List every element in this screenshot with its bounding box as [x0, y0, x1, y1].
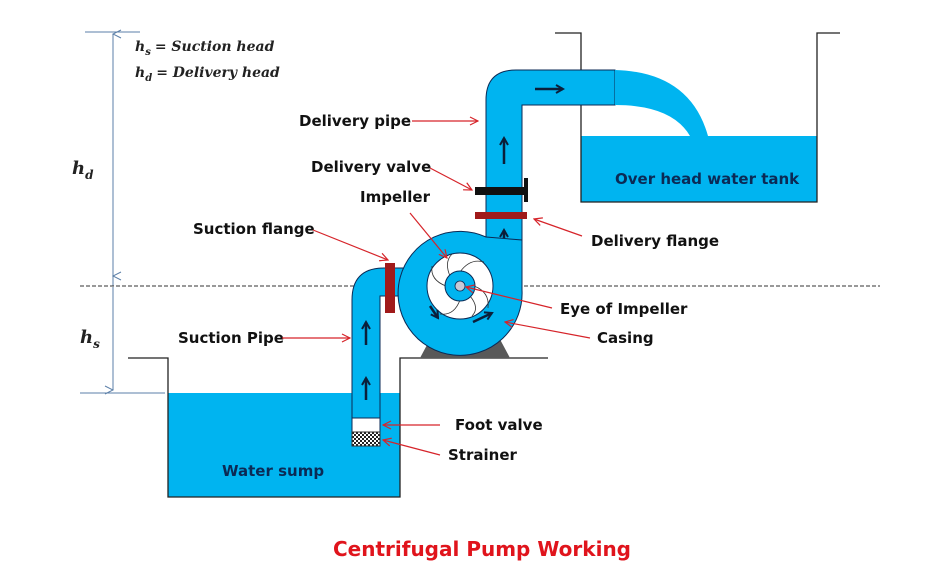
leader-casing — [505, 322, 591, 339]
label-eye-of-impeller: Eye of Impeller — [560, 300, 688, 318]
suction-flange — [385, 263, 395, 313]
foot-valve — [351, 417, 381, 433]
label-impeller: Impeller — [360, 188, 431, 206]
label-suction-pipe: Suction Pipe — [178, 329, 284, 347]
strainer — [351, 431, 381, 447]
tank-walls — [555, 32, 840, 203]
hd-label: hd — [72, 158, 94, 182]
diagram-title: Centrifugal Pump Working — [333, 537, 631, 561]
label-strainer: Strainer — [448, 446, 517, 464]
delivery-flange — [475, 212, 527, 219]
hs-label: hs — [80, 327, 100, 351]
label-delivery-valve: Delivery valve — [311, 158, 431, 176]
leader-eye-of-impeller — [466, 287, 553, 309]
leader-delivery-valve — [429, 167, 472, 190]
pump-casing — [397, 230, 523, 356]
label-delivery-flange: Delivery flange — [591, 232, 719, 250]
label-suction-flange: Suction flange — [193, 220, 315, 238]
water-sump-label: Water sump — [222, 462, 324, 480]
leader-suction-flange — [312, 229, 388, 260]
tank-water — [581, 136, 817, 202]
leader-strainer — [383, 440, 441, 456]
labels: Delivery pipe Delivery valve Impeller Su… — [178, 112, 719, 464]
overhead-tank-label: Over head water tank — [615, 170, 800, 188]
label-delivery-pipe: Delivery pipe — [299, 112, 411, 130]
overhead-tank: Over head water tank — [555, 32, 840, 203]
delivery-valve-handle — [524, 178, 528, 202]
leader-impeller — [409, 212, 447, 258]
impeller-vanes — [431, 253, 489, 317]
leader-delivery-flange — [534, 219, 583, 237]
eye-of-impeller — [454, 280, 466, 292]
legend-hs: hs= Suction head — [135, 39, 275, 58]
label-foot-valve: Foot valve — [455, 416, 543, 434]
flow-arrow-casing-left — [428, 305, 438, 318]
label-casing: Casing — [597, 329, 654, 347]
flow-arrow-casing-right — [472, 313, 492, 324]
delivery-valve — [475, 187, 527, 195]
legend-hd: hd= Delivery head — [135, 65, 280, 84]
delivery-pipe-body — [485, 69, 616, 291]
water-jet — [615, 70, 708, 136]
legend: hs= Suction head hd= Delivery head — [135, 39, 280, 84]
